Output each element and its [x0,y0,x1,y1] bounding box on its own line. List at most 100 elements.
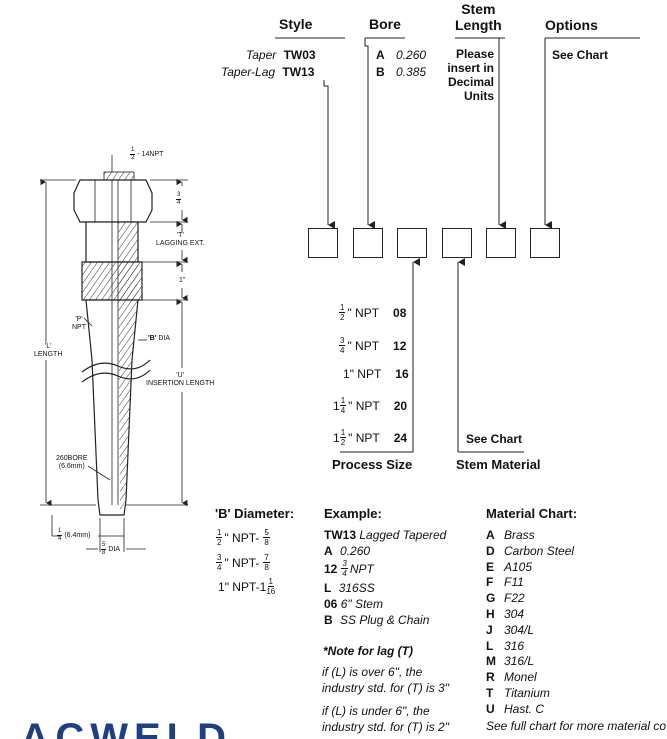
process-size-code: 20 [393,398,408,413]
process-size-unit: " NPT [347,305,380,320]
process-size-unit: " NPT [348,430,380,445]
process-size-connector [340,258,420,453]
brand-logo: LACWELD [0,716,232,739]
style-option-label: Taper [246,48,277,62]
bore-size-label: 260BORE (6.6mm) [56,455,88,470]
bore-option-value: 0.385 [396,65,427,79]
process-size-code: 16 [395,367,409,381]
bore-connector [364,38,375,229]
code-box-bore[interactable] [353,228,383,258]
style-option-taper: Taper TW03 [246,48,316,62]
process-size-unit: " NPT [347,338,380,353]
b-diameter-title: 'B' Diameter: [215,506,295,521]
thermowell-drawing [73,171,153,516]
b-diameter-whole: 1 [218,579,225,594]
dimension-lines [40,155,188,552]
style-connector [323,80,335,229]
process-size-whole: 1 [333,430,340,445]
process-size-code: 08 [393,305,407,320]
b-diameter-mid: " NPT- [224,530,260,545]
example-line: TW13 Lagged Tapered [324,528,447,542]
example-line: A 0.260 [324,544,371,558]
process-size-whole: 1 [333,398,340,413]
code-box-stem-length[interactable] [486,228,516,258]
code-box-style[interactable] [308,228,338,258]
lag-note-over: if (L) is over 6", the industry std. for… [322,665,449,695]
process-size-unit: " NPT [348,398,380,413]
lagging-label: 'T' LAGGING EXT. [156,232,205,247]
style-option-code: TW03 [283,48,316,62]
l-length-label: 'L' LENGTH [34,343,63,358]
b-diameter-whole: 1 [259,579,267,594]
style-option-taper-lag: Taper-Lag TW13 [221,65,314,79]
code-box-options[interactable] [530,228,560,258]
process-size-whole: 1 [343,367,350,381]
bore-option-code: A [376,48,385,62]
lag-note-under: if (L) is under 6", the industry std. fo… [322,704,449,734]
example-line: B SS Plug & Chain [324,613,430,627]
bore-option-code: B [376,65,385,79]
u-insertion-label: 'U' INSERTION LENGTH [146,372,215,387]
code-box-stem-material[interactable] [442,228,472,258]
example-line: 06 6" Stem [324,597,383,611]
process-size-code: 24 [393,430,408,445]
process-size-code: 12 [393,338,407,353]
one-inch-label: 1" [179,277,186,284]
process-size-item: 1 " NPT 16 [343,367,409,381]
material-chart-title: Material Chart: [486,506,578,521]
bore-option-value: 0.260 [396,48,427,62]
example-line: L 316SS [324,581,375,595]
style-header: Style [279,16,313,32]
b-diameter-mid: " NPT- [224,555,260,570]
material-chart-footer[interactable]: See full chart for more material co [486,719,667,733]
style-option-label: Taper-Lag [221,65,276,79]
bore-option-b: B 0.385 [376,65,426,79]
code-box-process-size[interactable] [397,228,427,258]
stem-length-note: Please insert in Decimal Units [447,47,494,103]
b-dia-label: 'B' DIA [148,335,171,342]
options-header: Options [545,17,598,33]
style-option-code: TW13 [282,65,315,79]
process-size-label: Process Size [332,457,413,472]
p-npt-label: 'P' NPT [72,316,86,331]
lag-note-title: *Note for lag (T) [323,644,413,658]
b-diameter-mid: " NPT- [224,579,260,594]
example-title: Example: [324,506,382,521]
options-note: See Chart [552,48,609,62]
bore-header: Bore [369,16,401,32]
